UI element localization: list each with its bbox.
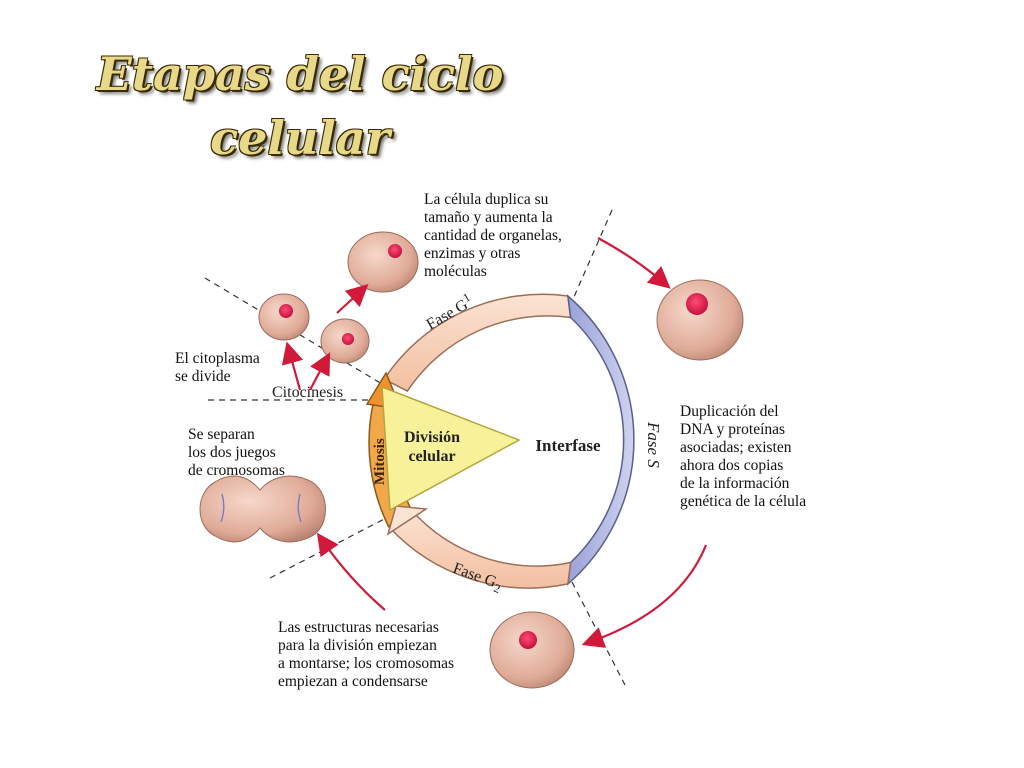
division-label-1: División [404,429,460,446]
cell-g2 [489,611,575,689]
interfase-label: Interfase [535,436,601,455]
g2-description: Las estructuras necesarias para la divis… [278,619,455,690]
citocinesis-description: El citoplasma se divide [175,350,260,385]
title-line-2: celular [210,111,390,165]
s-label: Fase S [644,421,663,468]
s-description: Duplicación del DNA y proteínas asociada… [680,403,807,510]
title-line-1: Etapas del ciclo [96,47,504,101]
division-label-2: celular [408,448,455,465]
slide-title: Etapas del ciclo celular [60,42,540,170]
citocinesis-label: Citocinesis [272,384,343,401]
cell-g1 [656,279,744,361]
g1-phase-arc [383,293,572,393]
cell-daughter-right [320,318,370,364]
g1-description: La célula duplica su tamaño y aumenta la… [424,191,562,280]
cell-dividing [199,475,326,543]
division-triangle [381,385,521,512]
cell-top [347,231,419,293]
mitosis-description: Se separan los dos juegos de cromosomas [188,426,285,479]
red-arrows [281,237,708,648]
mitosis-label: Mitosis [372,438,388,485]
g2-arrowhead [386,505,429,536]
cell-daughter-left [258,293,310,341]
